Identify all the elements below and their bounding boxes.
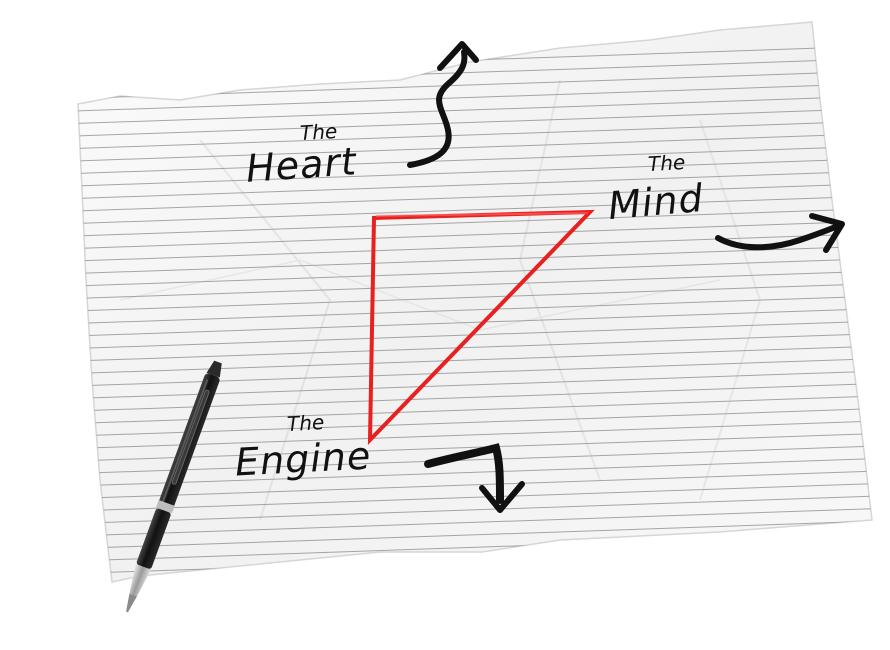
engine-the-label: The — [286, 410, 325, 436]
heart-label: Heart — [244, 139, 359, 191]
ruled-line — [60, 584, 880, 612]
crumple-shading — [119, 79, 762, 521]
curly-up-arrow-icon — [407, 41, 479, 168]
ruled-lines — [60, 45, 880, 612]
ruled-line — [78, 420, 872, 450]
hooked-down-arrow-icon — [424, 443, 525, 513]
ruled-line — [78, 270, 872, 300]
ruled-line — [78, 83, 872, 112]
ruled-line — [78, 458, 872, 487]
ruled-line — [78, 370, 872, 400]
mind-the-label: The — [647, 150, 686, 176]
pen-icon — [126, 360, 222, 613]
ruled-line — [78, 195, 872, 225]
ruled-line — [78, 483, 872, 512]
heart-the-label: The — [299, 119, 338, 145]
mind-label: Mind — [606, 175, 706, 229]
ruled-line — [78, 145, 872, 175]
ruled-line — [78, 508, 872, 537]
ruled-line — [78, 345, 872, 375]
ruled-line — [78, 358, 872, 387]
ruled-line — [78, 208, 872, 237]
red-triangle — [367, 209, 595, 446]
ruled-line — [78, 495, 872, 525]
ruled-line — [78, 108, 872, 137]
ruled-line — [78, 258, 872, 287]
ruled-line — [78, 433, 872, 462]
paper-sheet — [60, 21, 880, 612]
ruled-line — [78, 245, 872, 275]
curved-right-arrow-icon — [715, 213, 845, 253]
ruled-line — [78, 133, 872, 162]
ruled-line — [78, 158, 872, 187]
ruled-line — [78, 470, 872, 500]
ruled-line — [78, 95, 872, 125]
ruled-line — [78, 120, 872, 150]
ruled-line — [78, 170, 872, 200]
ruled-line — [78, 283, 872, 312]
ruled-line — [78, 570, 872, 582]
ruled-line — [78, 233, 872, 262]
ruled-line — [78, 445, 872, 475]
ruled-line — [78, 183, 872, 212]
engine-label: Engine — [233, 433, 373, 485]
ruled-line — [78, 295, 872, 325]
ruled-line — [78, 520, 872, 550]
ruled-line — [78, 220, 872, 250]
ruled-line — [78, 333, 872, 362]
ruled-line — [78, 308, 872, 337]
